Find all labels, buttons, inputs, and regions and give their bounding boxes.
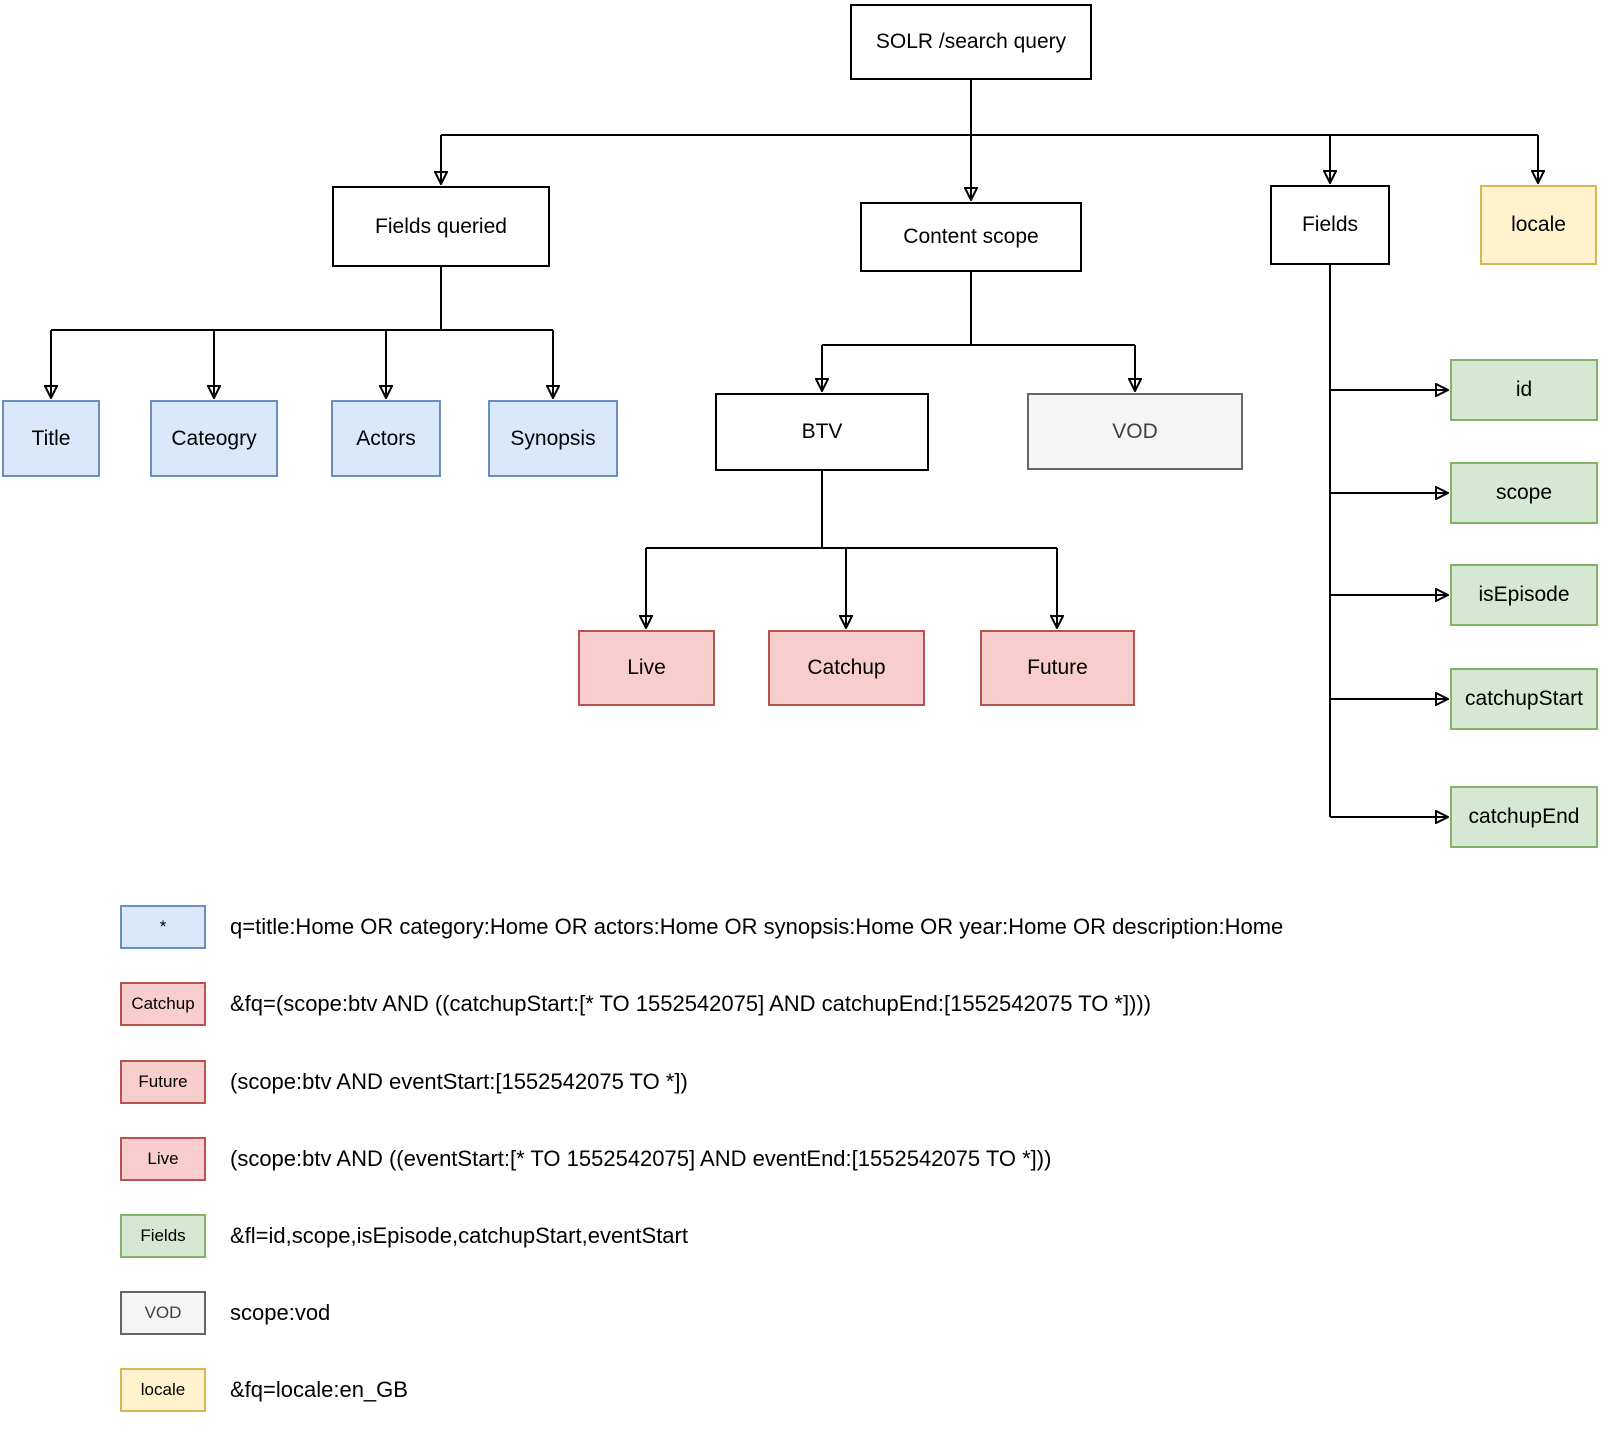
legend-query-all-fields: q=title:Home OR category:Home OR actors:… — [230, 914, 1284, 939]
legend-swatch-star: * — [120, 905, 206, 949]
legend-row-vod: VOD scope:vod — [120, 1291, 330, 1335]
node-field-scope: scope — [1450, 462, 1598, 524]
node-future: Future — [980, 630, 1135, 706]
legend-row-fields: Fields &fl=id,scope,isEpisode,catchupSta… — [120, 1214, 688, 1258]
legend-swatch-future: Future — [120, 1060, 206, 1104]
legend-query-vod: scope:vod — [230, 1300, 331, 1325]
legend-query-locale: &fq=locale:en_GB — [230, 1377, 408, 1402]
legend-row-live: Live (scope:btv AND ((eventStart:[* TO 1… — [120, 1137, 1051, 1181]
node-fields: Fields — [1270, 185, 1390, 265]
node-field-isepisode: isEpisode — [1450, 564, 1598, 626]
node-solr-search-query: SOLR /search query — [850, 4, 1092, 80]
node-category: Cateogry — [150, 400, 278, 477]
node-synopsis: Synopsis — [488, 400, 618, 477]
node-title: Title — [2, 400, 100, 477]
legend-query-fields: &fl=id,scope,isEpisode,catchupStart,even… — [230, 1223, 688, 1248]
node-field-id: id — [1450, 359, 1598, 421]
legend-swatch-vod: VOD — [120, 1291, 206, 1335]
node-field-catchupstart: catchupStart — [1450, 668, 1598, 730]
node-vod: VOD — [1027, 393, 1243, 470]
legend-swatch-fields: Fields — [120, 1214, 206, 1258]
legend-row-all-fields: * q=title:Home OR category:Home OR actor… — [120, 905, 1283, 949]
legend-swatch-catchup: Catchup — [120, 982, 206, 1026]
node-fields-queried: Fields queried — [332, 186, 550, 267]
node-locale: locale — [1480, 185, 1597, 265]
legend-swatch-live: Live — [120, 1137, 206, 1181]
legend-query-catchup: &fq=(scope:btv AND ((catchupStart:[* TO … — [230, 991, 1152, 1016]
node-live: Live — [578, 630, 715, 706]
legend-query-future: (scope:btv AND eventStart:[1552542075 TO… — [230, 1069, 688, 1094]
node-catchup: Catchup — [768, 630, 925, 706]
node-field-catchupend: catchupEnd — [1450, 786, 1598, 848]
node-btv: BTV — [715, 393, 929, 471]
node-content-scope: Content scope — [860, 202, 1082, 272]
legend-row-future: Future (scope:btv AND eventStart:[155254… — [120, 1060, 688, 1104]
legend-row-locale: locale &fq=locale:en_GB — [120, 1368, 408, 1412]
legend-row-catchup: Catchup &fq=(scope:btv AND ((catchupStar… — [120, 982, 1151, 1026]
legend-swatch-locale: locale — [120, 1368, 206, 1412]
legend-query-live: (scope:btv AND ((eventStart:[* TO 155254… — [230, 1146, 1052, 1171]
node-actors: Actors — [331, 400, 441, 477]
